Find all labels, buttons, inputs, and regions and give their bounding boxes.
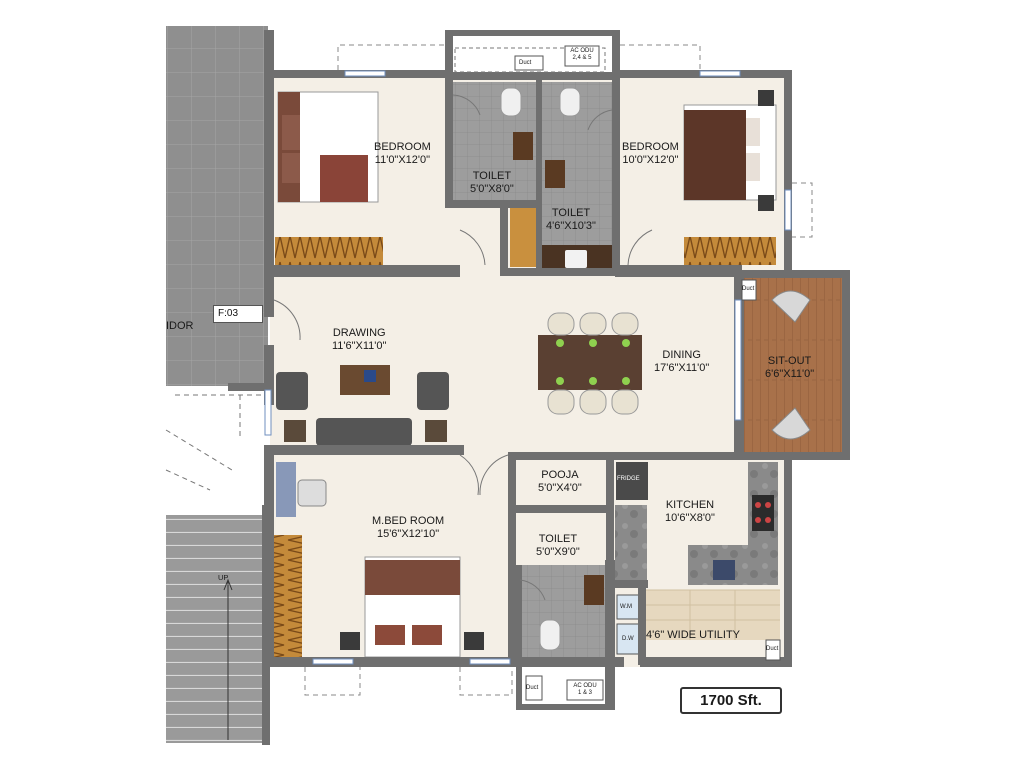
room-size: 10'0"X12'0" <box>622 154 679 166</box>
sofa-set <box>276 365 449 446</box>
room-size: 5'0"X8'0" <box>470 183 514 195</box>
area-badge: 1700 Sft. <box>680 687 782 714</box>
wardrobe-1 <box>275 237 383 265</box>
room-name: M.BED ROOM <box>372 515 445 527</box>
room-name: BEDROOM <box>622 141 679 153</box>
floor-tag-text: F:03 <box>218 308 239 319</box>
floor-tag: F:03 <box>213 305 263 323</box>
room-name: TOILET <box>538 533 578 545</box>
room-size: 6'6"X11'0" <box>765 368 815 380</box>
room-label-kitchen: KITCHEN 10'6"X8'0" <box>665 499 715 525</box>
dishwasher <box>616 623 642 655</box>
corridor-label: IDOR <box>166 320 194 332</box>
staircase <box>166 515 266 743</box>
room-label-drawing: DRAWING 11'6"X11'0" <box>332 327 386 353</box>
room-size: 11'0"X12'0" <box>374 154 431 166</box>
ac-odu-units: 2,4 & 5 <box>572 55 592 61</box>
bed-bedroom-1 <box>277 91 379 203</box>
room-label-toilet-3: TOILET 5'0"X9'0" <box>536 533 580 559</box>
bed-bedroom-2 <box>683 90 777 211</box>
room-label-pooja: POOJA 5'0"X4'0" <box>538 469 582 495</box>
duct-label-utility: Duct <box>766 646 779 652</box>
utility-floor <box>645 590 780 640</box>
duct-label-sitout: Duct <box>742 286 755 292</box>
room-size: 17'6"X11'0" <box>654 362 710 374</box>
room-label-sitout: SIT-OUT 6'6"X11'0" <box>765 355 814 381</box>
room-name: POOJA <box>541 469 579 481</box>
duct-label-bottom: Duct <box>526 685 539 691</box>
room-size: 15'6"X12'10" <box>376 528 440 540</box>
ac-odu-top: AC ODU 2,4 & 5 <box>566 48 598 62</box>
room-label-bedroom-1: BEDROOM 11'0"X12'0" <box>374 141 431 167</box>
room-label-dining: DINING 17'6"X11'0" <box>654 349 709 375</box>
fridge-label: FRIDGE <box>617 476 640 482</box>
room-size: 11'6"X11'0" <box>332 340 387 352</box>
room-label-master-bedroom: M.BED ROOM 15'6"X12'10" <box>372 515 444 541</box>
ac-odu-bottom: AC ODU 1 & 3 <box>568 683 602 697</box>
room-label-toilet-2: TOILET 4'6"X10'3" <box>546 207 596 233</box>
stair-up-label: UP <box>218 573 229 582</box>
room-name: KITCHEN <box>665 499 715 511</box>
washing-machine <box>616 594 642 620</box>
wardrobe-master <box>272 535 302 657</box>
room-name: DRAWING <box>332 327 386 339</box>
room-size: 5'0"X9'0" <box>536 546 580 558</box>
room-name: BEDROOM <box>374 141 431 153</box>
room-name: TOILET <box>472 170 512 182</box>
room-name: SIT-OUT <box>767 355 812 367</box>
washing-machine-label: W.M <box>620 604 632 610</box>
dishwasher-label: D.W <box>622 636 634 642</box>
ac-odu-title: AC ODU <box>570 48 594 54</box>
utility-label: 4'6" WIDE UTILITY <box>646 629 741 641</box>
ac-odu-units: 1 & 3 <box>577 690 592 696</box>
room-label-toilet-1: TOILET 5'0"X8'0" <box>470 170 514 196</box>
room-name: TOILET <box>551 207 591 219</box>
duct-label-top: Duct <box>519 60 532 66</box>
room-size: 4'6"X10'3" <box>546 220 596 232</box>
dining-table <box>538 312 642 415</box>
corridor <box>166 26 268 386</box>
room-name: DINING <box>662 349 701 361</box>
room-label-bedroom-2: BEDROOM 10'0"X12'0" <box>622 141 679 167</box>
wardrobe-2 <box>684 237 776 265</box>
room-size: 5'0"X4'0" <box>538 482 582 494</box>
bed-master <box>340 556 484 658</box>
ac-odu-title: AC ODU <box>573 683 597 689</box>
room-size: 10'6"X8'0" <box>665 512 715 524</box>
